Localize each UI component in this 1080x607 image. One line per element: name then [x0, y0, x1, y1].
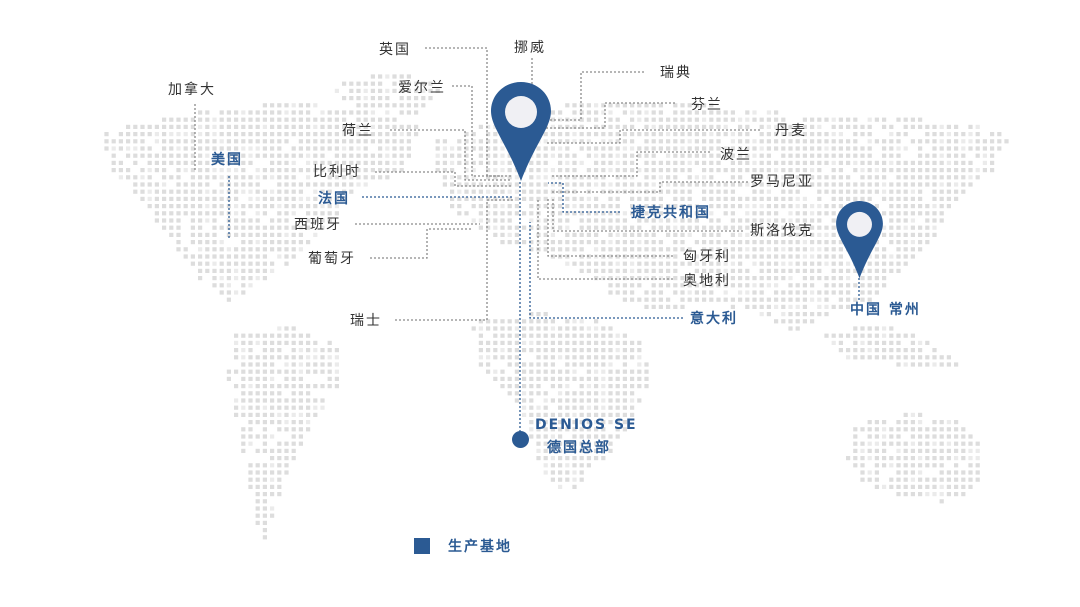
- label-belgium: 比利时: [313, 164, 361, 180]
- label-finland: 芬兰: [691, 97, 723, 113]
- label-spain: 西班牙: [294, 217, 342, 233]
- label-netherlands: 荷兰: [342, 123, 374, 139]
- label-france: 法国: [318, 191, 350, 207]
- hq-company-name: DENIOS SE: [535, 417, 638, 433]
- china-map-pin-icon: [836, 201, 883, 279]
- legend-swatch-icon: [414, 538, 430, 554]
- label-usa: 美国: [211, 152, 243, 168]
- label-uk: 英国: [379, 42, 411, 58]
- label-ireland: 爱尔兰: [398, 80, 446, 96]
- label-china-changzhou: 中国 常州: [850, 302, 921, 318]
- hq-subtitle: 德国总部: [547, 440, 611, 456]
- label-denmark: 丹麦: [775, 123, 807, 139]
- hq-location-dot: [512, 431, 529, 448]
- legend-label: 生产基地: [448, 539, 512, 555]
- label-romania: 罗马尼亚: [750, 174, 814, 190]
- hq-map-pin-icon: [491, 82, 551, 181]
- label-switzerland: 瑞士: [350, 313, 382, 329]
- label-norway: 挪威: [514, 40, 546, 56]
- label-czech-republic: 捷克共和国: [631, 205, 711, 221]
- label-hungary: 匈牙利: [683, 249, 731, 265]
- legend: 生产基地: [414, 536, 512, 556]
- label-slovakia: 斯洛伐克: [750, 223, 814, 239]
- label-italy: 意大利: [690, 311, 738, 327]
- label-poland: 波兰: [720, 147, 752, 163]
- label-portugal: 葡萄牙: [308, 251, 356, 267]
- label-austria: 奥地利: [683, 273, 731, 289]
- label-sweden: 瑞典: [660, 65, 692, 81]
- label-canada: 加拿大: [168, 82, 216, 98]
